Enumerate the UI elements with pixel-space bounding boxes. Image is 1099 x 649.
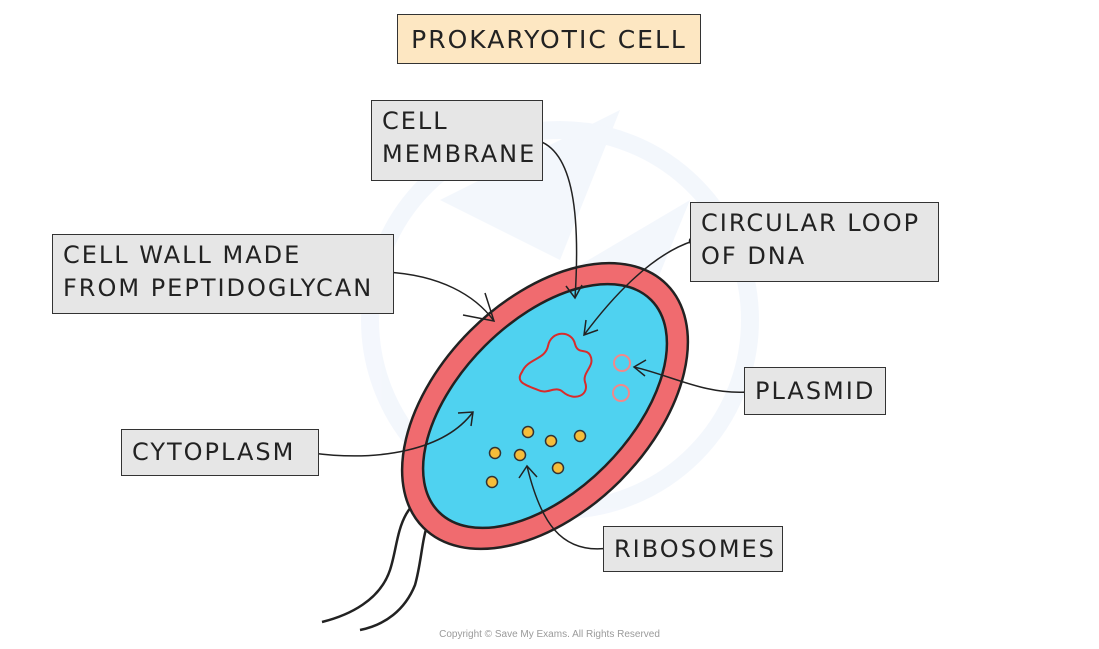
- plasmid-2: [612, 384, 630, 402]
- label-cell-wall-line-1: CELL WALL MADE: [63, 241, 302, 269]
- label-circular-dna-line-1: CIRCULAR LOOP: [701, 209, 921, 237]
- ribosomes: [485, 425, 587, 489]
- arrowhead-cytoplasm: [457, 411, 474, 427]
- arrowhead-cell-wall: [462, 292, 496, 322]
- arrowhead-dna: [583, 319, 599, 337]
- label-plasmid: PLASMID: [744, 367, 886, 415]
- plasmid-1: [613, 354, 631, 372]
- pointer-dna: [583, 240, 694, 336]
- label-cell-membrane-line-2: MEMBRANE: [382, 140, 537, 168]
- pointer-cell-wall: [385, 271, 495, 322]
- diagram-title: PROKARYOTIC CELL: [397, 14, 701, 64]
- pointer-cell-membrane: [535, 139, 578, 299]
- pointer-plasmid: [633, 366, 749, 394]
- label-cytoplasm: CYTOPLASM: [121, 429, 319, 476]
- label-cell-membrane-line-1: CELL: [382, 107, 449, 135]
- arrowhead-cell-membrane: [565, 284, 583, 300]
- pointer-ribosomes: [526, 465, 610, 550]
- label-cell-wall: CELL WALL MADE FROM PEPTIDOGLYCAN: [52, 234, 394, 314]
- cytoplasm: [421, 282, 669, 530]
- copyright-footer: Copyright © Save My Exams. All Rights Re…: [439, 629, 660, 640]
- arrowhead-plasmid: [632, 359, 647, 377]
- label-cell-membrane: CELL MEMBRANE: [371, 100, 543, 181]
- arrowhead-ribosomes: [518, 464, 538, 479]
- label-ribosomes: RIBOSOMES: [603, 526, 783, 572]
- label-circular-dna-line-2: OF DNA: [701, 242, 807, 270]
- circular-dna: [518, 332, 593, 398]
- label-circular-dna: CIRCULAR LOOP OF DNA: [690, 202, 939, 282]
- pointer-cytoplasm: [311, 411, 474, 457]
- label-cell-wall-line-2: FROM PEPTIDOGLYCAN: [63, 274, 374, 302]
